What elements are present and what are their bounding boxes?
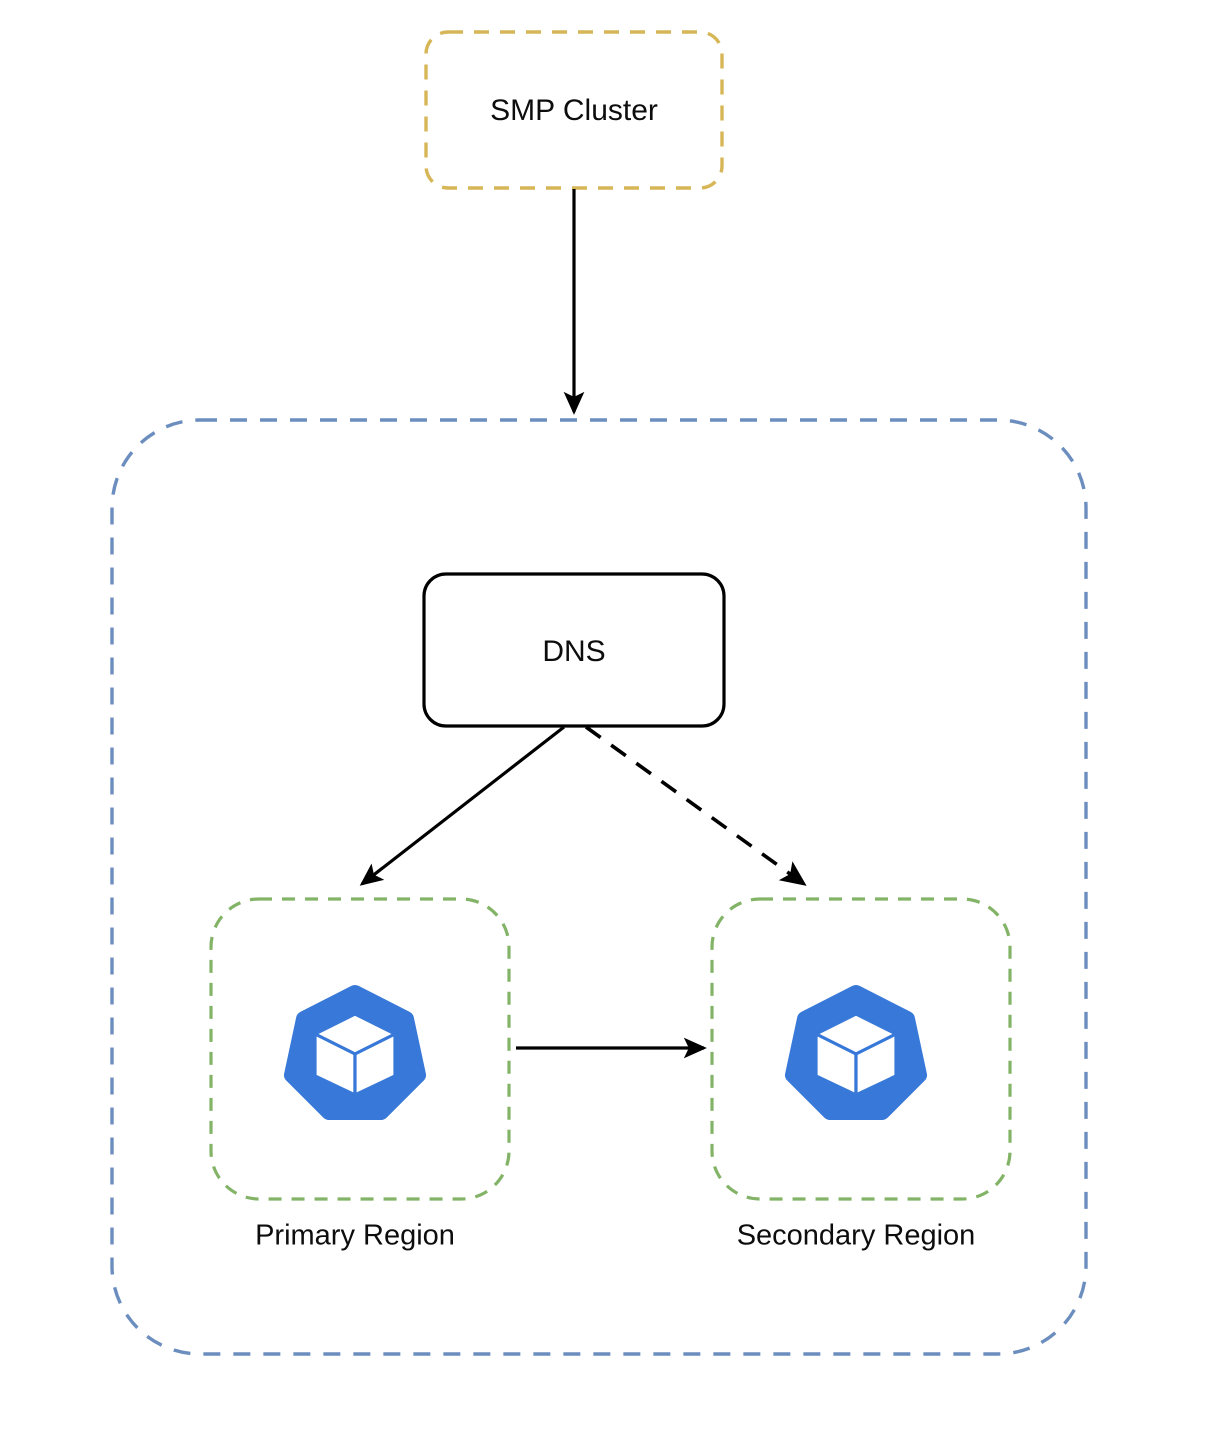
node-smp-cluster[interactable]: SMP Cluster [424,30,724,190]
dns-label: DNS [542,635,605,668]
smp-cluster-box [424,30,724,190]
dns-box [422,572,726,728]
secondary-region-box [710,897,1012,1201]
node-dns[interactable]: DNS [422,572,726,728]
node-primary-region[interactable]: Primary Region [209,897,511,1252]
smp-cluster-label: SMP Cluster [490,94,658,127]
primary-region-caption: Primary Region [255,1220,455,1252]
node-secondary-region[interactable]: Secondary Region [710,897,1012,1252]
kubernetes-icon [785,985,927,1120]
platform-container [110,418,1088,1356]
primary-region-box [209,897,511,1201]
kubernetes-icon [284,985,426,1120]
edge-line [359,725,565,886]
edge-dns-to-primary-region [359,725,565,886]
secondary-region-caption: Secondary Region [737,1220,976,1252]
edge-line [584,725,807,886]
edge-dns-to-secondary-region [584,725,807,886]
